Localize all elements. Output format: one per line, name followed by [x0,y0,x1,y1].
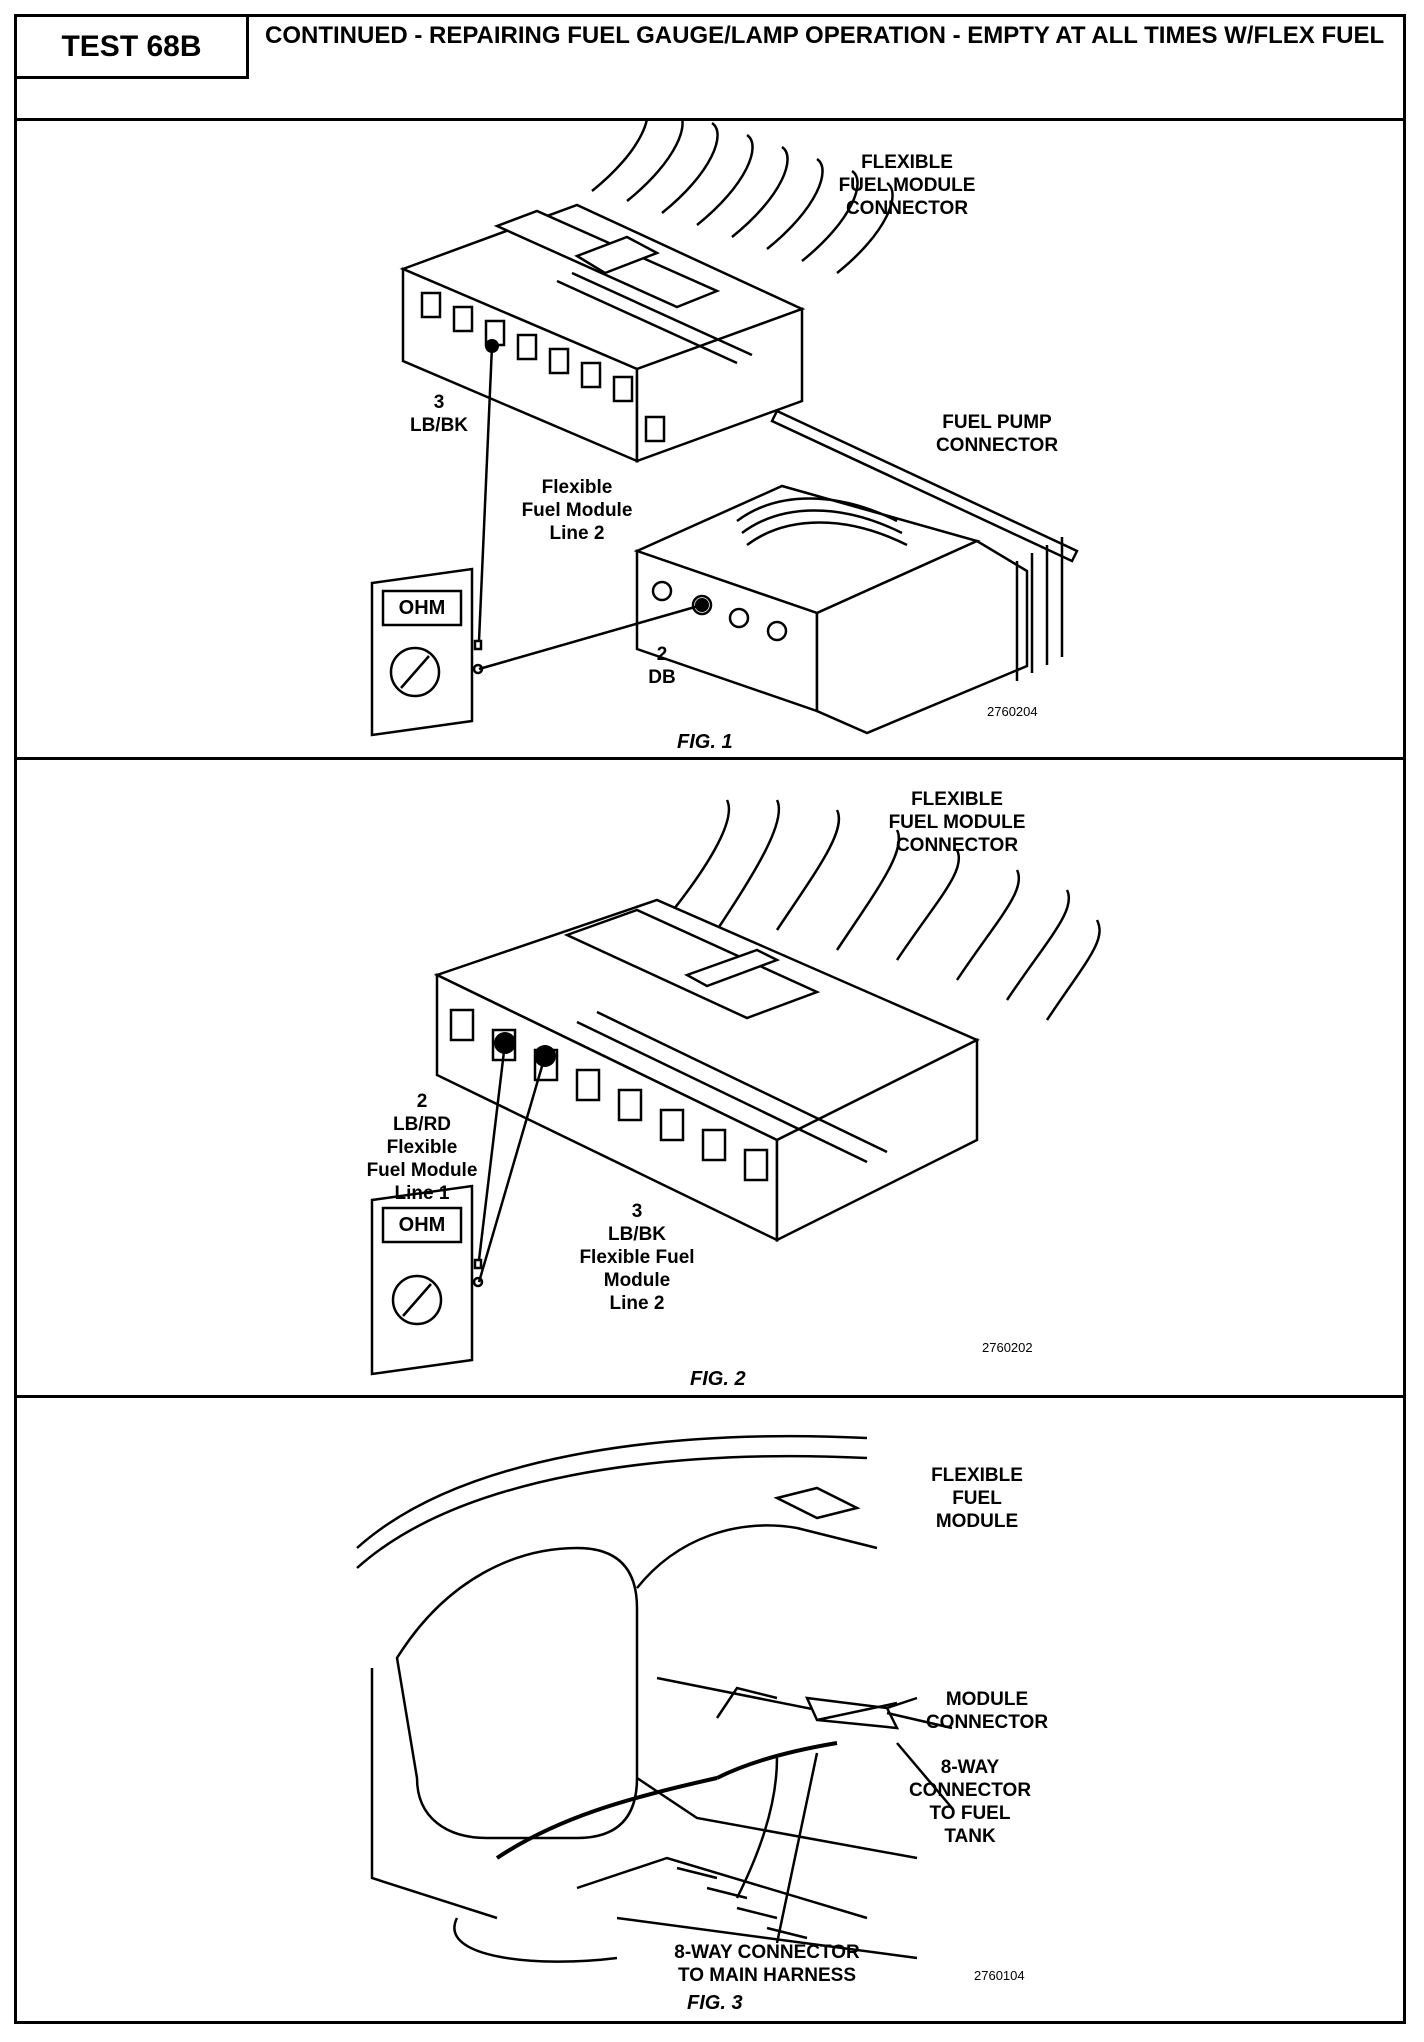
test-number: TEST 68B [17,17,249,79]
label-ffm: FLEXIBLE FUEL MODULE [931,1465,1023,1532]
label-pin3-lb-bk: 3 LB/BK [409,392,469,436]
label-ffm-line2: Flexible Fuel Module Line 2 [521,477,633,544]
meter-display-text: OHM [398,1214,446,1236]
label-fuel-pump-connector: FUEL PUMP CONNECTOR [935,412,1059,456]
figure-code: 2760204 [987,704,1038,719]
figure-2-panel: FLEXIBLE FUEL MODULE CONNECTOR 2 LB/RD F… [17,760,1403,1398]
label-pin2-lb-rd: 2 LB/RD Flexible Fuel Module Line 1 [366,1091,478,1204]
meter-display-text: OHM [398,597,446,619]
figure-2-drawing [370,799,1101,1376]
figure-3-drawing [356,1434,953,1963]
label-module-connector: MODULE CONNECTOR [925,1689,1049,1733]
label-ffm-connector: FLEXIBLE FUEL MODULE CONNECTOR [888,789,1026,856]
figure-1-drawing [370,121,1079,737]
figure-code: 2760104 [974,1968,1025,1983]
label-pin3-lb-bk: 3 LB/BK Flexible Fuel Module Line 2 [579,1201,695,1314]
figure-2-caption: FIG. 2 [690,1368,746,1390]
label-8way-to-fuel-tank: 8-WAY CONNECTOR TO FUEL TANK [908,1757,1032,1847]
figure-1-caption: FIG. 1 [677,731,733,753]
label-8way-to-main-harness: 8-WAY CONNECTOR TO MAIN HARNESS [674,1942,860,1986]
figure-3-panel: FLEXIBLE FUEL MODULE MODULE CONNECTOR 8-… [17,1398,1403,2021]
figure-3-caption: FIG. 3 [687,1992,743,2014]
label-ffm-connector: FLEXIBLE FUEL MODULE CONNECTOR [838,152,976,219]
figure-code: 2760202 [982,1340,1033,1355]
label-pin2-db: 2 DB [648,644,676,688]
figure-1-panel: FLEXIBLE FUEL MODULE CONNECTOR FUEL PUMP… [17,121,1403,760]
page-header: TEST 68B CONTINUED - REPAIRING FUEL GAUG… [17,17,1403,121]
page-title: CONTINUED - REPAIRING FUEL GAUGE/LAMP OP… [265,22,1385,49]
service-manual-page: TEST 68B CONTINUED - REPAIRING FUEL GAUG… [14,14,1406,2024]
